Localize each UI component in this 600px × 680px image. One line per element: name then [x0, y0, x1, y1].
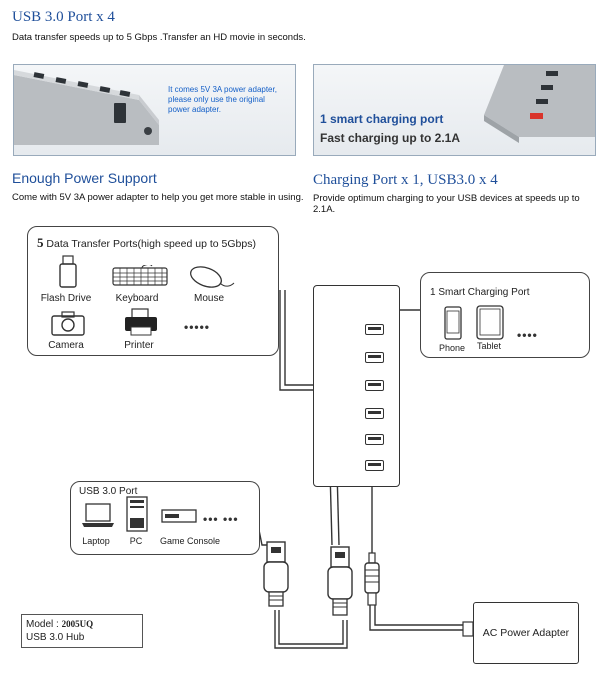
laptop-icon [82, 503, 114, 527]
usb-port-1 [365, 324, 384, 335]
smart-charging-line1: 1 smart charging port [320, 112, 444, 126]
hub-side-illustration [14, 70, 159, 145]
more-devices-dots: ••••• [184, 320, 211, 334]
printer-icon [125, 308, 157, 336]
model-info-box: Model : 2005UQ USB 3.0 Hub [21, 614, 143, 648]
game-console-icon [161, 509, 197, 523]
usb-hub-body [313, 285, 400, 487]
charging-port-description: Provide optimum charging to your USB dev… [313, 193, 580, 215]
phone-label: Phone [438, 343, 466, 353]
usb-plug-hub-icon [327, 546, 353, 616]
game-console-label: Game Console [159, 536, 221, 546]
usb3-ports-description: Data transfer speeds up to 5 Gbps .Trans… [12, 32, 306, 43]
power-support-description: Come with 5V 3A power adapter to help yo… [12, 192, 304, 203]
power-support-heading: Enough Power Support [12, 170, 157, 186]
usb3-devices-box: USB 3.0 Port ••• ••• Laptop PC Game Cons… [70, 481, 260, 555]
charging-port-heading: Charging Port x 1, USB3.0 x 4 [313, 172, 498, 188]
more-usb3-devices-dots: ••• ••• [203, 512, 239, 526]
ac-power-adapter-box: AC Power Adapter [473, 602, 579, 664]
more-charging-devices-dots: •••• [517, 328, 538, 342]
keyboard-label: Keyboard [115, 293, 159, 304]
hub-charging-illustration [484, 65, 595, 143]
adapter-note-line1: It comes 5V 3A power adapter, [168, 85, 277, 94]
pc-tower-icon [126, 496, 148, 532]
flash-drive-label: Flash Drive [40, 293, 92, 304]
usb-port-3 [365, 380, 384, 391]
usb-port-5 [365, 434, 384, 445]
adapter-note-line2: please only use the original [168, 95, 265, 104]
camera-icon [51, 311, 85, 336]
pc-label: PC [129, 536, 143, 546]
printer-label: Printer [124, 340, 154, 351]
dc-power-plug-icon [364, 552, 380, 606]
mouse-label: Mouse [193, 293, 224, 304]
tablet-label: Tablet [476, 341, 502, 351]
laptop-label: Laptop [82, 536, 110, 546]
smart-charging-line2: Fast charging up to 2.1A [320, 131, 461, 145]
model-name: USB 3.0 Hub [26, 632, 85, 643]
phone-icon [444, 306, 462, 340]
usb3-ports-heading: USB 3.0 Port x 4 [12, 9, 115, 25]
model-number: 2005UQ [61, 619, 94, 629]
data-ports-box: 5 Data Transfer Ports(high speed up to 5… [27, 226, 279, 356]
model-prefix: Model : [26, 619, 62, 630]
tablet-icon [476, 305, 504, 340]
mouse-icon [190, 266, 235, 288]
data-ports-title: Data Transfer Ports(high speed up to 5Gb… [46, 238, 256, 250]
ac-power-adapter-label: AC Power Adapter [482, 627, 570, 639]
keyboard-icon [112, 265, 168, 286]
camera-label: Camera [48, 340, 84, 351]
hub-photo-right: 1 smart charging port Fast charging up t… [313, 64, 596, 156]
usb-port-6 [365, 460, 384, 471]
data-ports-count: 5 [37, 235, 44, 250]
adapter-note-line3: power adapter. [168, 105, 221, 114]
smart-charging-title: 1 Smart Charging Port [430, 287, 530, 298]
usb-port-2 [365, 352, 384, 363]
usb-plug-left-icon [263, 541, 289, 607]
smart-charging-box: 1 Smart Charging Port •••• Phone Tablet [420, 272, 590, 358]
hub-photo-left: It comes 5V 3A power adapter, please onl… [13, 64, 296, 156]
usb-port-4 [365, 408, 384, 419]
flash-drive-icon [59, 255, 77, 288]
usb3-box-title: USB 3.0 Port [79, 486, 138, 497]
